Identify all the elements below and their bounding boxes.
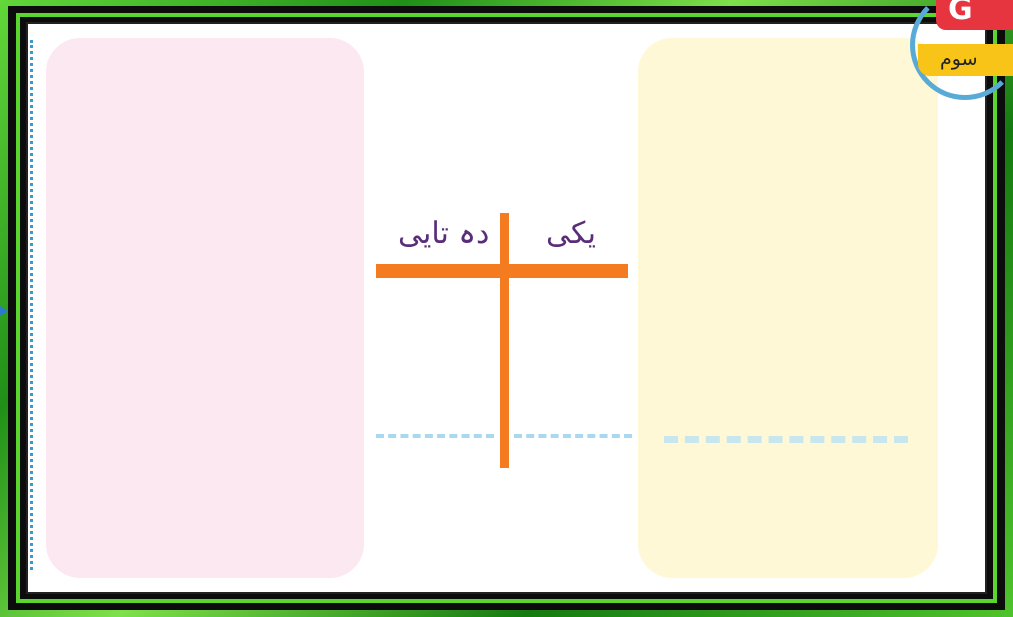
previous-arrow-icon[interactable] bbox=[0, 306, 8, 316]
badge-grade-text: سوم bbox=[940, 48, 978, 70]
badge-arc-decoration bbox=[910, 0, 1013, 100]
left-dotted-edge bbox=[30, 40, 39, 570]
tens-answer-line bbox=[376, 434, 494, 438]
tens-column-label: دہ تایی bbox=[398, 216, 490, 251]
badge-red-block bbox=[936, 0, 1013, 30]
ones-answer-line bbox=[514, 434, 632, 438]
badge-yellow-ribbon bbox=[918, 44, 1013, 76]
total-answer-line bbox=[664, 436, 908, 443]
ones-column-label: یکی bbox=[546, 216, 596, 251]
pink-answer-card bbox=[46, 38, 364, 578]
t-chart-vertical-bar bbox=[500, 213, 509, 468]
grade-logo-badge: G سوم bbox=[908, 0, 1013, 110]
yellow-answer-card bbox=[638, 38, 938, 578]
badge-logo-letter: G bbox=[948, 0, 973, 27]
